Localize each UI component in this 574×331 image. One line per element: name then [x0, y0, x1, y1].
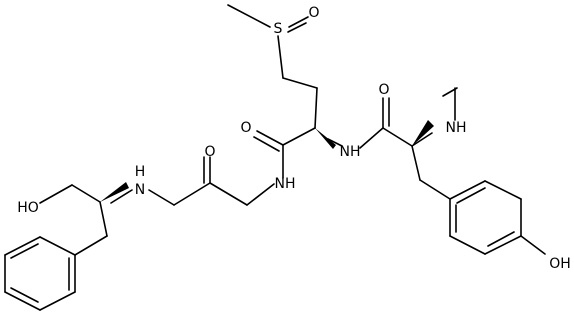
- atom-label-oh: OH: [549, 256, 571, 272]
- stereo-wedges: [100, 120, 434, 202]
- atom-labels: S O O O O NH NH NH H N HO OH: [17, 5, 571, 272]
- atom-label-carbonyl-o: O: [378, 82, 389, 98]
- atom-label-s: S: [274, 21, 283, 37]
- atom-label-n: N: [135, 182, 145, 198]
- bond-lines: [4, 4, 546, 311]
- atom-label-nh-upper: NH: [340, 144, 361, 160]
- atom-label-ho: HO: [17, 200, 39, 216]
- atom-label-sulfoxide-o: O: [308, 5, 319, 21]
- atom-label-nh-lower: NH: [275, 176, 296, 192]
- atom-label-carbonyl-o: O: [240, 120, 251, 136]
- atom-label-nh-methyl: NH: [446, 120, 467, 136]
- atom-label-h: H: [135, 164, 146, 180]
- atom-label-ketone-o: O: [204, 144, 215, 160]
